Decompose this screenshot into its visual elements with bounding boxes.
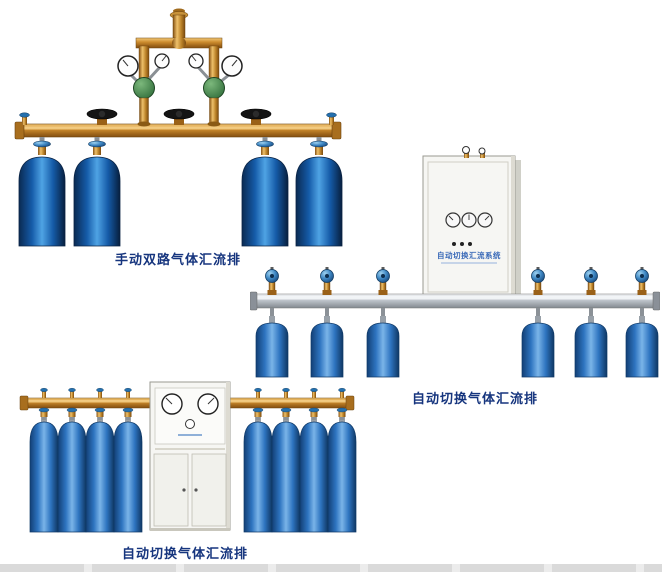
valve-unit	[320, 267, 334, 295]
gas-cylinder	[521, 315, 555, 378]
valve-unit	[531, 267, 545, 295]
door-handle	[182, 488, 186, 492]
pressure-regulator-right	[188, 53, 243, 127]
gas-cylinders	[18, 137, 343, 247]
auto-floor-manifold-illustration	[19, 381, 357, 533]
header-valve-handwheels	[19, 108, 337, 125]
bottom-edge-strip	[0, 564, 662, 572]
pressure-regulator-left	[117, 53, 170, 127]
cylinder-valve	[88, 137, 106, 155]
valve-handwheel	[240, 108, 272, 125]
manual-manifold-illustration	[14, 8, 343, 247]
cylinder-valve	[33, 137, 51, 155]
gas-cylinder	[243, 413, 273, 533]
cabinet-label: 自动切换汇流系统	[437, 251, 501, 260]
valve-handwheel	[163, 108, 195, 125]
gas-cylinder	[271, 413, 301, 533]
cylinder-valves	[38, 407, 348, 420]
hanging-cylinders	[255, 308, 659, 378]
cabinet-door	[153, 453, 189, 527]
pipe-risers	[40, 387, 346, 398]
cabinet-sublabel-line	[441, 262, 497, 264]
inlet-pipe	[169, 8, 189, 42]
indicator-dots	[452, 242, 472, 246]
gas-cylinder	[57, 413, 87, 533]
gas-cylinder	[310, 315, 344, 378]
end-fitting	[326, 112, 337, 125]
gas-cylinder	[255, 315, 289, 378]
manifold-bar	[250, 291, 660, 311]
valve-handwheel	[86, 108, 118, 125]
caption-auto-floor-manifold: 自动切换气体汇流排	[121, 547, 248, 562]
gauge	[478, 147, 486, 155]
gas-cylinder	[29, 413, 59, 533]
bar-valves	[265, 267, 649, 295]
cylinder-valve	[310, 137, 328, 155]
panel-gauges	[445, 212, 493, 228]
top-fitting	[480, 151, 485, 158]
door-handle	[194, 488, 198, 492]
control-cabinet	[149, 381, 231, 531]
end-fitting	[19, 112, 30, 125]
cabinet-door	[191, 453, 227, 527]
valve-unit	[584, 267, 598, 295]
gas-cylinder	[18, 156, 66, 247]
gauge	[185, 419, 195, 429]
cylinder-valve	[256, 137, 274, 155]
valve-unit	[635, 267, 649, 295]
gas-cylinder	[327, 413, 357, 533]
main-manifold-pipe	[14, 121, 342, 140]
auto-wall-manifold-illustration	[250, 146, 660, 378]
gas-cylinder	[625, 315, 659, 378]
tee-header-pipe	[135, 37, 223, 79]
valve-unit	[265, 267, 279, 295]
caption-auto-wall-manifold: 自动切换气体汇流排	[411, 392, 538, 407]
control-cabinet	[422, 146, 521, 302]
gas-cylinder	[85, 413, 115, 533]
valve-unit	[376, 267, 390, 295]
caption-manual-dual-manifold: 手动双路气体汇流排	[114, 253, 241, 268]
gauge	[462, 146, 470, 154]
gas-cylinder	[366, 315, 400, 378]
gas-cylinder	[574, 315, 608, 378]
gas-cylinder	[73, 156, 121, 247]
panel-text-line	[178, 434, 202, 436]
gas-cylinder	[113, 413, 143, 533]
gas-cylinder	[299, 413, 329, 533]
